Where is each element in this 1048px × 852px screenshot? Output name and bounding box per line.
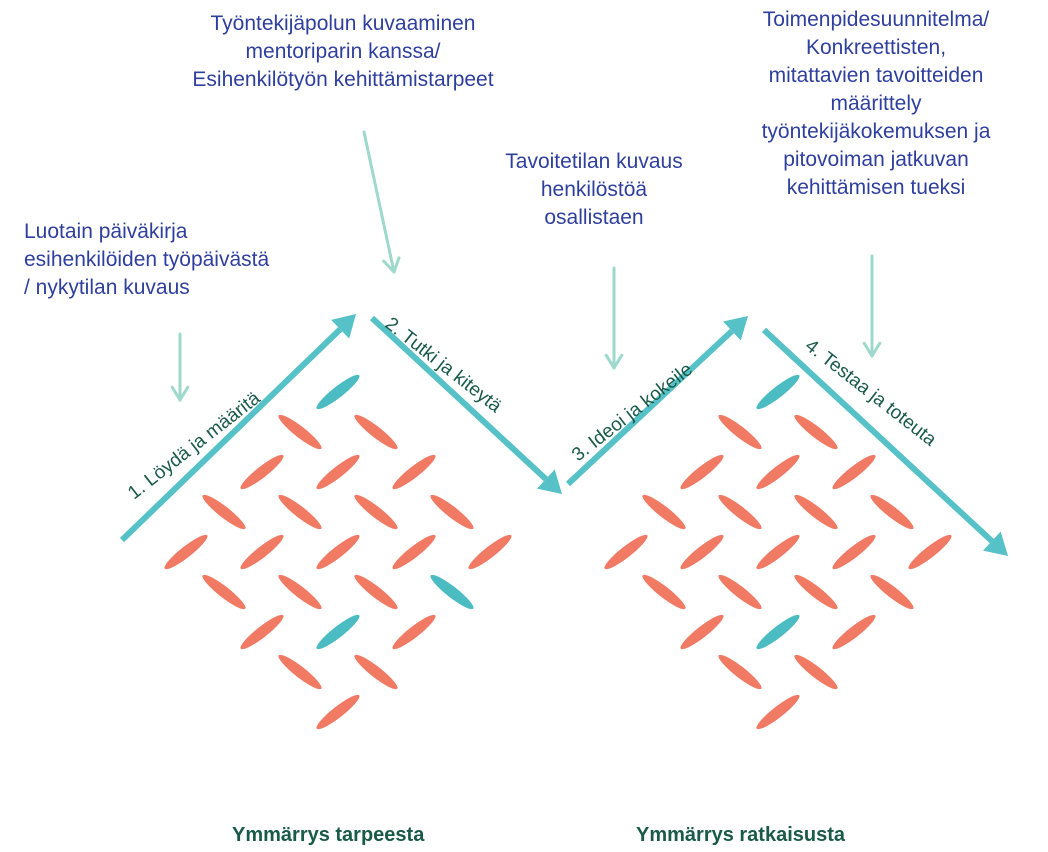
pointer-arrow [604,266,624,370]
pattern-dash [756,454,800,490]
pattern-dash-teal [756,374,800,410]
pattern-dash [870,494,914,530]
pattern-dash [756,534,800,570]
pattern-dash [354,414,398,450]
annotation-line: pitovoiman jatkuvan [783,148,969,171]
pattern-dash [430,494,474,530]
annotation-line: työntekijäkokemuksen ja [761,120,991,143]
pointer-arrows [170,130,882,402]
annotation-line: Työntekijäpolun kuvaaminen [210,12,476,35]
pattern-dash [718,494,762,530]
pointer-arrow [362,130,401,274]
pattern-dash-teal [316,614,360,650]
pattern-dash [604,534,648,570]
pattern-dash [278,494,322,530]
pattern-dash [278,414,322,450]
pattern-dash [240,454,284,490]
pattern-dash [794,414,838,450]
pattern-dash [354,494,398,530]
pattern-dash [794,494,838,530]
pointer-arrow [862,254,882,358]
annotation-line: Tavoitetilan kuvaus [505,150,683,173]
phase-arrow [119,314,356,543]
pattern-dash [642,494,686,530]
pattern-dash [316,454,360,490]
phase-labels: 1. Löydä ja määritä 2. Tutki ja kiteytä … [124,313,940,504]
phase-arrow [761,327,1008,556]
pattern-dash [240,534,284,570]
pattern-dash [756,694,800,730]
pattern-dash [392,614,436,650]
annotation-line: osallistaen [544,206,644,229]
pattern-dash [680,454,724,490]
annotation-line: mentoriparin kanssa/ [245,40,441,63]
annotation-research: Työntekijäpolun kuvaaminen mentoriparin … [140,10,546,94]
weave-pattern [164,374,952,730]
pattern-dash [680,614,724,650]
pattern-dash [832,614,876,650]
pattern-dash [642,574,686,610]
pattern-dash [240,614,284,650]
pattern-dash-teal [430,574,474,610]
pattern-dash [278,574,322,610]
annotation-line: Konkreettisten, [805,36,947,59]
pattern-dash [202,574,246,610]
pattern-dash [832,534,876,570]
annotation-line: kehittämisen tueksi [786,176,966,199]
pattern-dash [392,454,436,490]
phase-label-2: 2. Tutki ja kiteytä [381,313,506,417]
pattern-dash-teal [756,614,800,650]
annotation-ideate: Tavoitetilan kuvaus henkilöstöä osallist… [458,148,730,232]
pattern-dash [316,694,360,730]
annotation-line: esihenkilöiden työpäivästä [24,248,270,271]
pattern-dash [832,454,876,490]
annotation-line: Esihenkilötyön kehittämistarpeet [192,68,494,91]
pattern-dash [468,534,512,570]
annotation-line: määrittely [830,92,922,115]
pointer-arrow [170,332,190,402]
annotation-line: Toimenpidesuunnitelma/ [762,8,990,31]
pattern-dash [316,534,360,570]
pattern-dash [870,574,914,610]
pattern-dash [718,414,762,450]
annotation-discover: Luotain päiväkirja esihenkilöiden työpäi… [24,218,269,302]
pattern-dash [794,574,838,610]
phase-arrows [119,314,1008,556]
pattern-dash [392,534,436,570]
annotation-implement: Toimenpidesuunnitelma/ Konkreettisten, m… [708,6,1044,202]
pattern-dash [278,654,322,690]
pattern-dash [680,534,724,570]
pattern-dash [718,574,762,610]
pattern-dash [354,574,398,610]
annotation-line: mitattavien tavoitteiden [768,64,984,87]
annotation-line: Luotain päiväkirja [24,220,188,243]
phase-label-3: 3. Ideoi ja kokeile [568,359,697,466]
pattern-dash [718,654,762,690]
annotation-line: / nykytilan kuvaus [24,276,190,299]
bottom-label-need: Ymmärrys tarpeesta [232,824,425,846]
phase-arrow [565,316,748,487]
phase-arrow [369,315,562,494]
pattern-dash [202,494,246,530]
bottom-label-solution: Ymmärrys ratkaisusta [636,824,846,846]
pattern-dash-teal [316,374,360,410]
pattern-dash [354,654,398,690]
pattern-dash [908,534,952,570]
pattern-dash [164,534,208,570]
annotation-line: henkilöstöä [540,178,648,201]
pattern-dash [794,654,838,690]
